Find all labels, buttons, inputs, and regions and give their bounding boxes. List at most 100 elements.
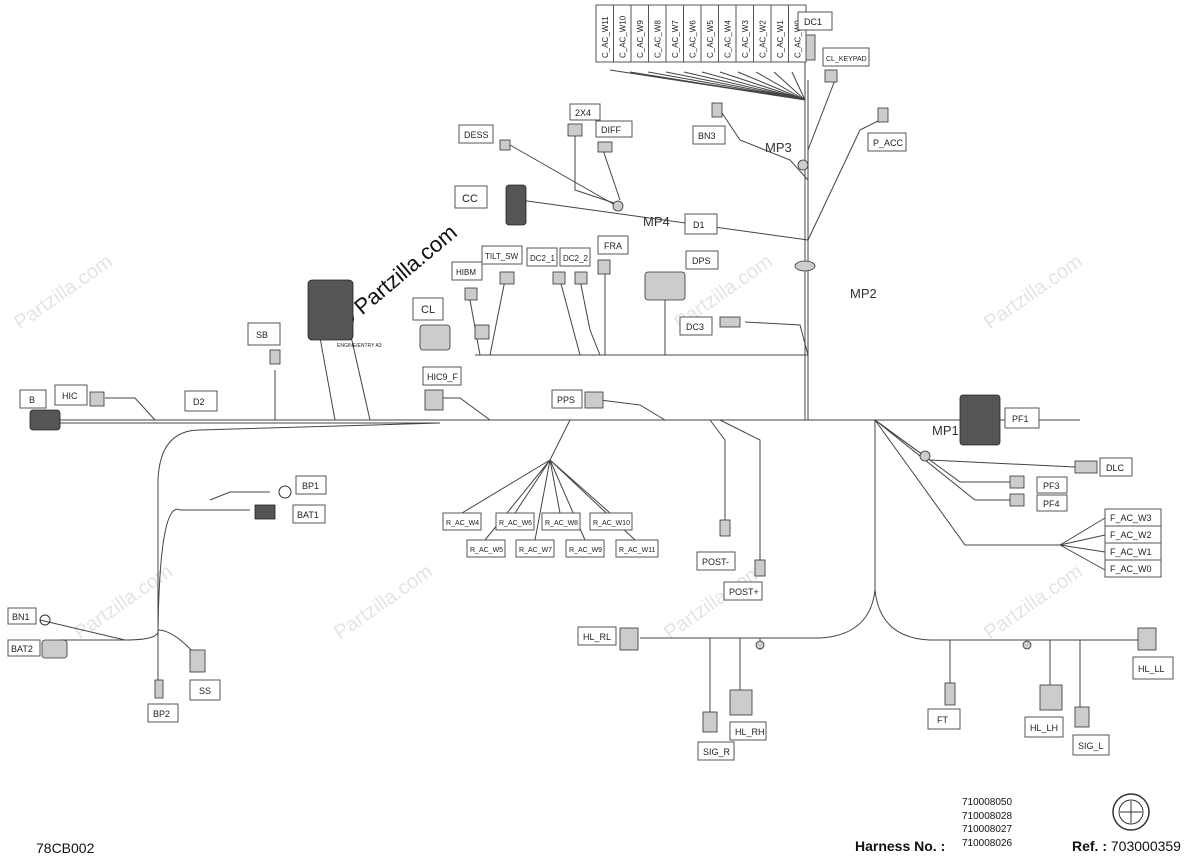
svg-text:R_AC_W5: R_AC_W5 (470, 547, 503, 554)
svg-text:CL_KEYPAD: CL_KEYPAD (826, 56, 867, 63)
svg-text:R_AC_W10: R_AC_W10 (593, 520, 630, 527)
svg-text:SIG_R: SIG_R (703, 747, 731, 757)
svg-text:PF3: PF3 (1043, 481, 1060, 491)
connector-icon (499, 271, 515, 285)
connector-icon (877, 107, 889, 123)
c-ac-label: C_AC_W5 (706, 20, 715, 58)
svg-text:F_AC_W1: F_AC_W1 (1110, 547, 1152, 557)
c-ac-label: C_AC_W9 (636, 20, 645, 58)
connector-icon (89, 391, 105, 407)
clip-icon (794, 260, 816, 272)
connector-icon (567, 123, 583, 137)
svg-text:HL_LL: HL_LL (1138, 664, 1165, 674)
clip-icon (755, 640, 765, 650)
c-ac-label: C_AC_W8 (654, 20, 663, 58)
connector-icon (729, 689, 753, 716)
svg-text:BN3: BN3 (698, 131, 716, 141)
svg-text:DIFF: DIFF (601, 125, 621, 135)
label-ss: SS (189, 679, 221, 701)
svg-text:BP1: BP1 (302, 481, 319, 491)
connector-icon (419, 324, 451, 351)
svg-text:HIC: HIC (62, 391, 78, 401)
label-cc: CC (454, 185, 488, 209)
label-pf1: PF1 (1004, 407, 1040, 429)
svg-text:BAT1: BAT1 (297, 510, 319, 520)
connector-icon (1137, 627, 1157, 651)
connector-icon (1009, 493, 1025, 507)
c-ac-label: C_AC_W0 (794, 20, 803, 58)
c-ac-label: C_AC_W11 (601, 16, 610, 58)
c-ac-label: C_AC_W7 (671, 20, 680, 58)
ref-number: 703000359 (1110, 838, 1181, 854)
connector-icon (189, 649, 206, 673)
label-bp1: BP1 (295, 475, 327, 495)
clip-icon (797, 159, 809, 171)
label-bat2: BAT2 (7, 639, 41, 657)
ring-terminal-icon (39, 614, 51, 626)
harness-label: Harness No. : (855, 838, 946, 854)
svg-text:R_AC_W4: R_AC_W4 (446, 520, 479, 527)
svg-text:CC: CC (462, 193, 478, 205)
clip-icon (612, 200, 624, 212)
c-ac-label: C_AC_W1 (776, 20, 785, 58)
svg-text:2X4: 2X4 (575, 108, 591, 118)
connector-icon (584, 391, 604, 409)
label-f-ac-w0: F_AC_W0 (1104, 559, 1162, 578)
label-hibm: HIBM (451, 261, 483, 281)
c-ac-label: C_AC_W3 (741, 20, 750, 58)
label-2x4: 2X4 (569, 103, 601, 121)
svg-text:F_AC_W3: F_AC_W3 (1110, 513, 1152, 523)
manufacturer-logo-icon (1112, 793, 1150, 831)
svg-text:SS: SS (199, 686, 211, 696)
svg-text:DESS: DESS (464, 130, 489, 140)
label-pf3: PF3 (1036, 476, 1068, 494)
c-ac-label: C_AC_W6 (689, 20, 698, 58)
c-ac-label: C_AC_W4 (724, 20, 733, 58)
battery-connector-icon (29, 409, 61, 431)
label-dc3: DC3 (679, 316, 713, 336)
svg-text:BP2: BP2 (153, 709, 170, 719)
label-post-plus: POST+ (723, 581, 763, 601)
connector-icon (711, 102, 723, 118)
connector-icon (269, 349, 281, 365)
connector-icon (944, 682, 956, 706)
label-bn1: BN1 (7, 607, 37, 625)
label-pps: PPS (551, 389, 583, 409)
label-ft: FT (927, 708, 961, 730)
svg-text:B: B (29, 395, 35, 405)
clip-icon (919, 450, 931, 462)
label-p-acc: P_ACC (867, 132, 907, 152)
ecm-text: ENGINE/ENTRY A3 (337, 343, 382, 349)
label-post-minus: POST- (696, 551, 736, 571)
harness-number: 710008050 (962, 797, 1013, 808)
svg-text:F_AC_W0: F_AC_W0 (1110, 564, 1152, 574)
label-dc1: DC1 (797, 11, 833, 31)
svg-text:DC2_1: DC2_1 (530, 254, 555, 263)
connector-icon (424, 389, 444, 411)
watermark: Partzilla.com (330, 560, 436, 644)
watermark: Partzilla.com (980, 560, 1086, 644)
label-d1: D1 (684, 213, 718, 235)
label-sb: SB (247, 322, 281, 346)
ecm-connector-icon (307, 279, 354, 341)
svg-text:R_AC_W9: R_AC_W9 (569, 547, 602, 554)
label-sig-l: SIG_L (1072, 734, 1110, 756)
c-ac-label: C_AC_W2 (759, 20, 768, 58)
ref-label-text: Ref. : (1072, 838, 1107, 854)
svg-text:HL_RH: HL_RH (735, 727, 765, 737)
ref-label: Ref. : 703000359 (1072, 838, 1181, 854)
svg-text:BAT2: BAT2 (11, 644, 33, 654)
svg-text:R_AC_W11: R_AC_W11 (619, 547, 656, 554)
pf1-connector-icon (959, 394, 1001, 446)
svg-text:DC2_2: DC2_2 (563, 254, 588, 263)
svg-text:HL_RL: HL_RL (583, 632, 611, 642)
connector-icon (552, 271, 566, 285)
label-cl-keypad: CL_KEYPAD (822, 47, 870, 67)
harness-number: 710008028 (962, 810, 1013, 822)
connector-icon (754, 559, 766, 577)
label-pf4: PF4 (1036, 494, 1068, 512)
svg-text:D1: D1 (693, 220, 705, 230)
label-f-ac-w2: F_AC_W2 (1104, 525, 1162, 544)
label-hl-ll: HL_LL (1132, 656, 1174, 680)
svg-text:CL: CL (421, 304, 435, 316)
